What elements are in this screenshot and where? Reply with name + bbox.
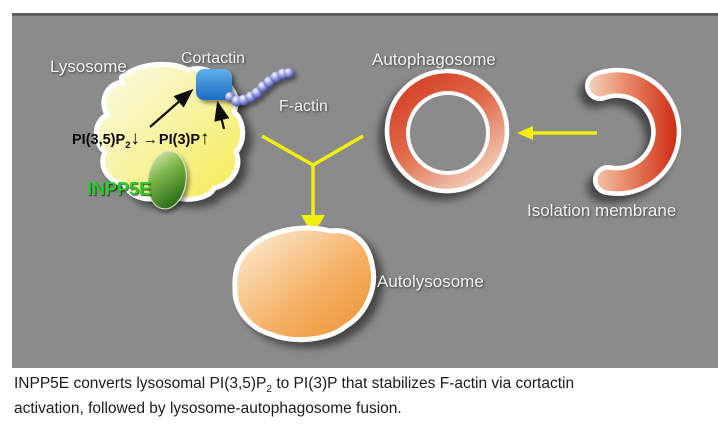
isolation-membrane-label: Isolation membrane: [527, 201, 677, 220]
autolysosome-label: Autolysosome: [377, 272, 484, 291]
membrane-to-autophagosome-arrow: [517, 126, 597, 140]
f-actin-beads: [225, 68, 294, 107]
activation-arrow-vertical: [214, 100, 230, 130]
phosphoinositide-reaction: PI(3,5)P2↓→PI(3)P↑: [72, 128, 210, 150]
increase-arrow-icon: ↑: [200, 128, 210, 149]
product-label: PI(3)P: [158, 132, 201, 148]
fusion-arrowhead: [301, 215, 325, 235]
cortactin-shape: [196, 69, 232, 100]
autophagosome-label: Autophagosome: [372, 50, 496, 69]
fusion-y-connector: [261, 134, 364, 235]
lysosome-label: Lysosome: [50, 57, 127, 76]
substrate-subscript: 2: [125, 138, 131, 150]
cortactin-label: Cortactin: [181, 50, 246, 67]
substrate-label: PI(3,5)P: [72, 132, 126, 148]
inpp5e-enzyme-shape: [147, 150, 187, 210]
isolation-membrane-shape: [585, 67, 682, 196]
decrease-arrow-icon: ↓: [130, 128, 140, 149]
autolysosome-shape: [232, 225, 376, 343]
diagram-panel: Lysosome Cortactin F-actin Autophagosome…: [12, 13, 718, 368]
f-actin-label: F-actin: [279, 98, 328, 115]
figure-caption: INPP5E converts lysosomal PI(3,5)P2 to P…: [14, 374, 714, 418]
inpp5e-label: INPP5E: [87, 179, 152, 199]
activation-arrow-diagonal: [149, 88, 194, 128]
autophagosome-shape: [384, 68, 510, 194]
conversion-arrow-icon: →: [142, 131, 158, 148]
caption-line-2: activation, followed by lysosome-autopha…: [14, 400, 402, 418]
caption-line-1: INPP5E converts lysosomal PI(3,5)P2 to P…: [14, 375, 575, 396]
diagram-canvas: [93, 61, 682, 343]
